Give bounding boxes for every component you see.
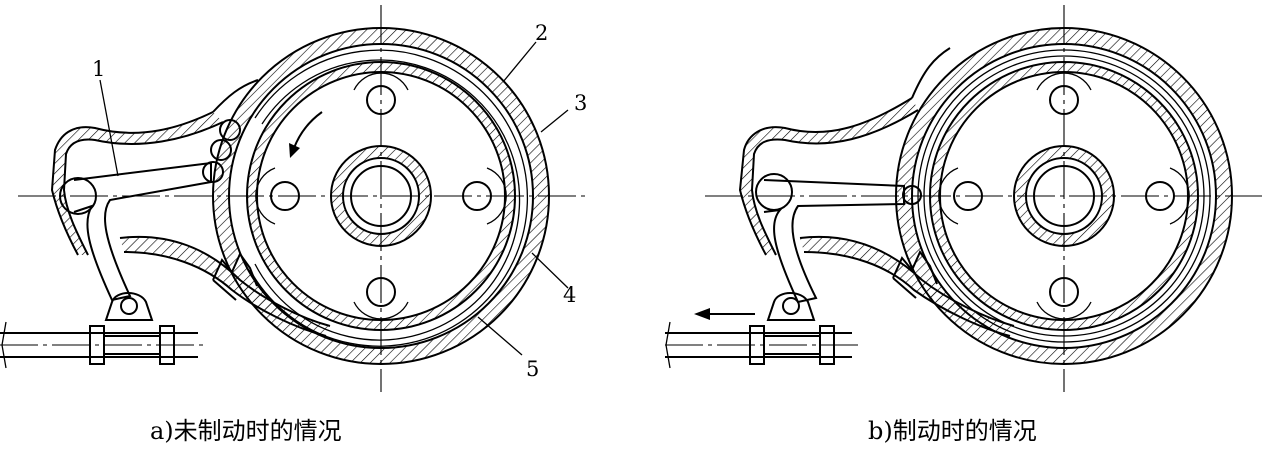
spring-band-outer [249,49,528,347]
bolt-hole-top [1049,85,1079,115]
nut [749,325,765,365]
panel-b [665,5,1262,392]
rotation-arrowhead [289,143,300,158]
bolt-hole-bottom [1049,277,1079,307]
hub-bore [1033,165,1095,227]
upper-arm [52,112,223,255]
shoe-teeth [892,249,938,285]
bolt-hole-left [270,181,300,211]
label-3: 3 [574,91,587,115]
bracket [766,292,816,321]
label-2: 2 [535,21,548,45]
bolt-hole-top [366,85,396,115]
upper-arm [740,98,918,255]
bolt-hole-right [462,181,492,211]
leader-line-5 [477,316,523,356]
leader-line-4 [531,252,569,289]
bracket [104,292,154,321]
leader-line-2 [502,41,537,83]
bolt-hole-bottom [366,277,396,307]
spring-band [917,49,1211,343]
lever [73,161,212,302]
caption-b: b)制动时的情况 [868,417,1037,445]
label-4: 4 [563,283,576,307]
lower-shoe [120,236,330,336]
label-5: 5 [526,357,539,381]
leader-line-1 [99,79,119,177]
hub-bore [350,165,412,227]
nut [819,325,835,365]
leader-line-3 [540,109,569,133]
bolt-hole-right [1145,181,1175,211]
shoe-teeth [212,251,258,287]
rotation-arrow [293,111,323,149]
lever-pivot [59,177,97,215]
pull-arrowhead [694,308,710,320]
label-1: 1 [92,57,105,81]
roller [219,119,241,141]
caption-a: a)未制动时的情况 [150,417,342,445]
lower-shoe [800,236,1014,336]
lever [763,179,905,304]
roller [202,161,224,183]
panel-a: 1 2 3 4 5 [0,5,587,392]
bolt-hole-left [953,181,983,211]
spring-band-inner [254,59,521,341]
lever-pivot [755,173,793,211]
nut [159,325,175,365]
nut [89,325,105,365]
roller [210,139,232,161]
